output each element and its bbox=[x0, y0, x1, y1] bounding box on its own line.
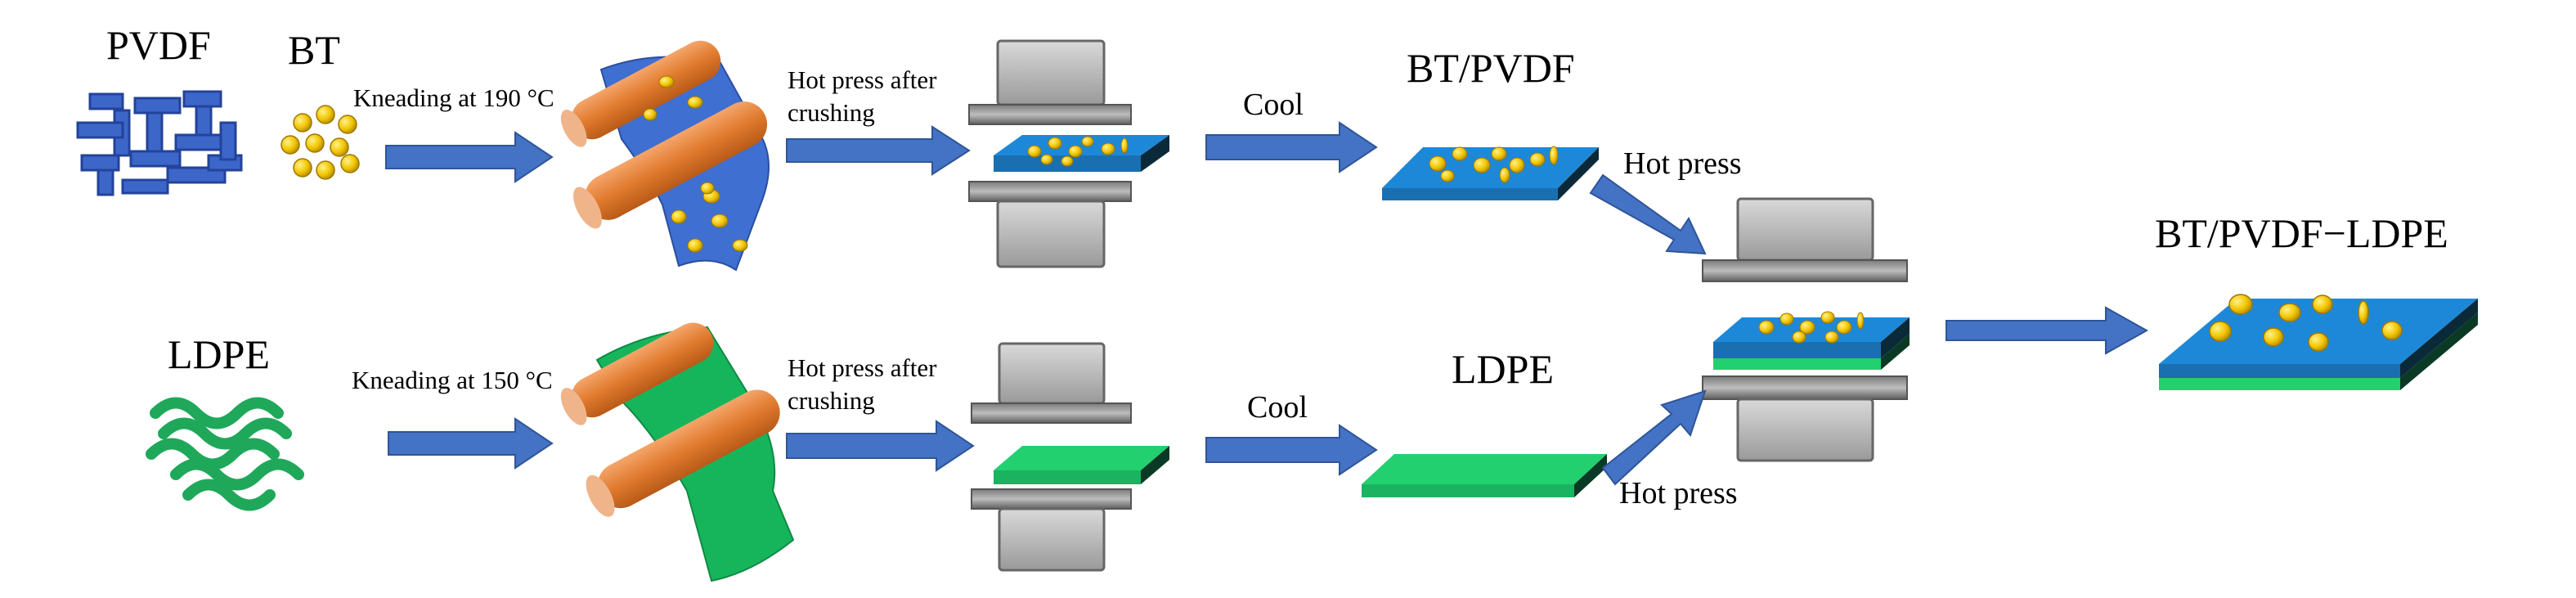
ldpe-polymer-icon bbox=[146, 397, 304, 511]
arrow-cool-bottom bbox=[1205, 424, 1378, 476]
press-ldpe-sheet bbox=[971, 342, 1169, 572]
hot-press-crush-bottom-line2: crushing bbox=[788, 386, 875, 415]
hot-press-crush-top-line2: crushing bbox=[788, 98, 875, 127]
final-product-label: BT/PVDF−LDPE bbox=[2155, 210, 2448, 256]
ldpe-film-label: LDPE bbox=[1452, 346, 1554, 392]
arrow-kneading-bottom bbox=[388, 417, 554, 470]
bt-pvdf-sheet bbox=[1382, 146, 1599, 200]
arrow-hot-press-crush-top bbox=[786, 125, 971, 176]
kneading-190-label: Kneading at 190 °C bbox=[353, 83, 554, 112]
press-pvdf-sheet bbox=[968, 39, 1169, 268]
final-laminate-sheet bbox=[2159, 294, 2478, 390]
arrow-hot-press-crush-bottom bbox=[786, 420, 975, 472]
roll-mill-ldpe bbox=[560, 322, 795, 582]
hot-press-bottom-label: Hot press bbox=[1619, 476, 1738, 510]
arrow-kneading-top bbox=[385, 131, 554, 183]
bt-particles-icon bbox=[280, 105, 360, 180]
ldpe-label: LDPE bbox=[168, 331, 270, 377]
cool-bottom-label: Cool bbox=[1247, 390, 1308, 425]
ldpe-sheet bbox=[1362, 454, 1607, 497]
bt-pvdf-label: BT/PVDF bbox=[1407, 45, 1575, 91]
roll-mill-pvdf bbox=[560, 40, 770, 272]
arrow-hot-press-top bbox=[1589, 173, 1707, 255]
arrow-hot-press-bottom bbox=[1601, 389, 1707, 486]
hot-press-crush-top-line1: Hot press after bbox=[788, 65, 937, 94]
hot-press-top-label: Hot press bbox=[1623, 146, 1742, 181]
press-combined bbox=[1702, 197, 1910, 462]
pvdf-polymer-icon bbox=[76, 90, 243, 196]
arrow-cool-top bbox=[1205, 121, 1378, 173]
arrow-final bbox=[1945, 306, 2149, 355]
pvdf-label: PVDF bbox=[106, 22, 211, 68]
kneading-150-label: Kneading at 150 °C bbox=[352, 366, 553, 394]
hot-press-crush-bottom-line1: Hot press after bbox=[788, 353, 937, 382]
bt-label: BT bbox=[288, 27, 340, 73]
cool-top-label: Cool bbox=[1243, 88, 1304, 122]
